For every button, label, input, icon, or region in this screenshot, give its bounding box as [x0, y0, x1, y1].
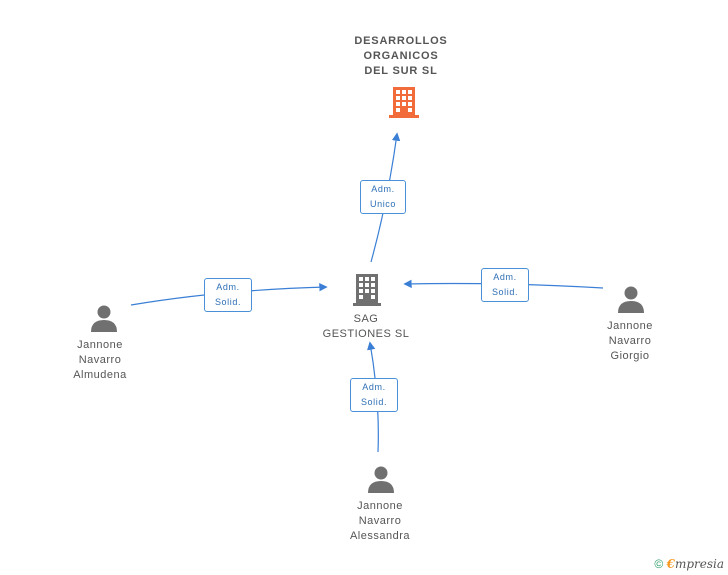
relation-label: Adm. Unico [360, 180, 406, 214]
main-company-name-line: DESARROLLOS [354, 35, 448, 47]
relation-label-line: Adm. [493, 272, 517, 282]
relation-label-line: Adm. [371, 184, 395, 194]
person-icon[interactable] [366, 464, 396, 494]
person-name-line: Jannone [607, 320, 653, 332]
company-name-line: GESTIONES SL [322, 328, 410, 340]
main-company-name-line: DEL SUR SL [364, 65, 438, 77]
brand-logo-initial: € [666, 557, 675, 571]
building-icon[interactable] [352, 272, 382, 308]
relation-label-line: Solid. [214, 297, 242, 307]
relation-label-line: Adm. [216, 282, 240, 292]
relation-label: Adm. Solid. [350, 378, 398, 412]
person-name-line: Navarro [358, 515, 402, 527]
company-name[interactable]: SAG GESTIONES SL [310, 312, 422, 342]
person-icon[interactable] [89, 303, 119, 333]
relation-label-line: Adm. [362, 382, 386, 392]
main-company-name[interactable]: DESARROLLOS ORGANICOS DEL SUR SL [340, 34, 462, 79]
person-name[interactable]: Jannone Navarro Almudena [50, 338, 150, 383]
building-icon[interactable] [388, 85, 420, 119]
person-icon[interactable] [616, 284, 646, 314]
brand-logo-text: mpresia [674, 557, 724, 571]
person-name-line: Alessandra [349, 530, 411, 542]
relation-label: Adm. Solid. [481, 268, 529, 302]
copyright-brand[interactable]: © €mpresia [654, 557, 724, 571]
person-name-line: Jannone [77, 339, 123, 351]
relation-label-line: Unico [369, 199, 396, 209]
person-name-line: Almudena [73, 369, 127, 381]
company-name-line: SAG [353, 313, 379, 325]
person-name[interactable]: Jannone Navarro Alessandra [328, 499, 432, 544]
person-name-line: Navarro [608, 335, 652, 347]
person-name-line: Navarro [78, 354, 122, 366]
relation-label-line: Solid. [360, 397, 388, 407]
relation-label: Adm. Solid. [204, 278, 252, 312]
person-name-line: Jannone [357, 500, 403, 512]
main-company-name-line: ORGANICOS [363, 50, 439, 62]
person-name[interactable]: Jannone Navarro Giorgio [580, 319, 680, 364]
person-name-line: Giorgio [610, 350, 650, 362]
relation-label-line: Solid. [491, 287, 519, 297]
brand-logo: €mpresia [667, 557, 724, 571]
copyright-symbol: © [654, 557, 664, 571]
